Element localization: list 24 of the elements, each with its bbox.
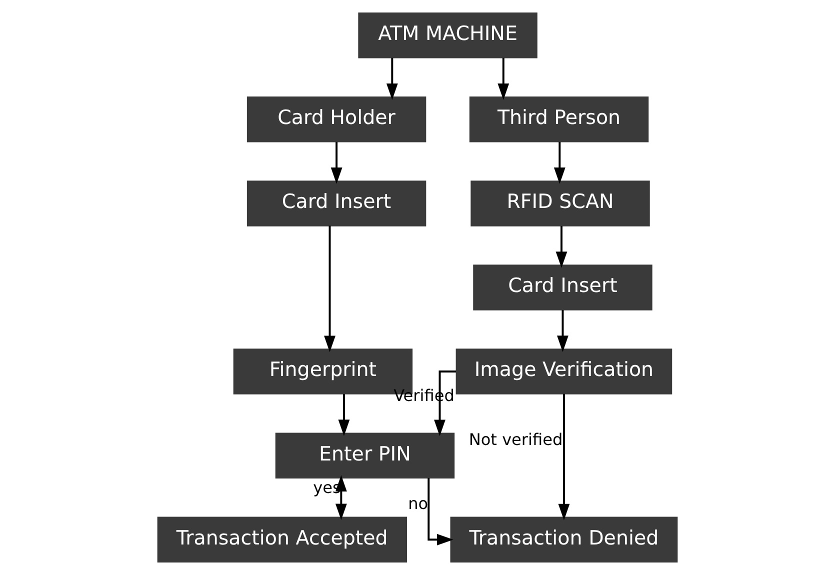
node-box: Image Verification [455, 348, 672, 394]
arrow [434, 370, 456, 436]
node-box: Card Insert [472, 264, 652, 310]
arrow [553, 142, 565, 184]
arrow [386, 58, 398, 100]
arrow [558, 394, 570, 520]
arrow [338, 394, 350, 436]
arrow [334, 475, 346, 520]
edge-label: no [408, 494, 428, 514]
arrow [330, 142, 342, 184]
node-box: Card Holder [246, 96, 426, 142]
node-box: Enter PIN [274, 432, 454, 478]
arrow [427, 478, 453, 546]
arrow [324, 226, 335, 352]
node-box: Card Insert [246, 180, 426, 226]
node-box: Third Person [468, 96, 648, 142]
node-box: Transaction Denied [450, 516, 678, 562]
node-box: RFID SCAN [470, 180, 650, 226]
arrow [555, 226, 567, 268]
arrow [556, 310, 568, 352]
edge-label: Not verified [468, 430, 562, 449]
node-box: Transaction Accepted [156, 516, 406, 562]
node-box: ATM MACHINE [358, 12, 537, 58]
arrow [497, 58, 509, 100]
